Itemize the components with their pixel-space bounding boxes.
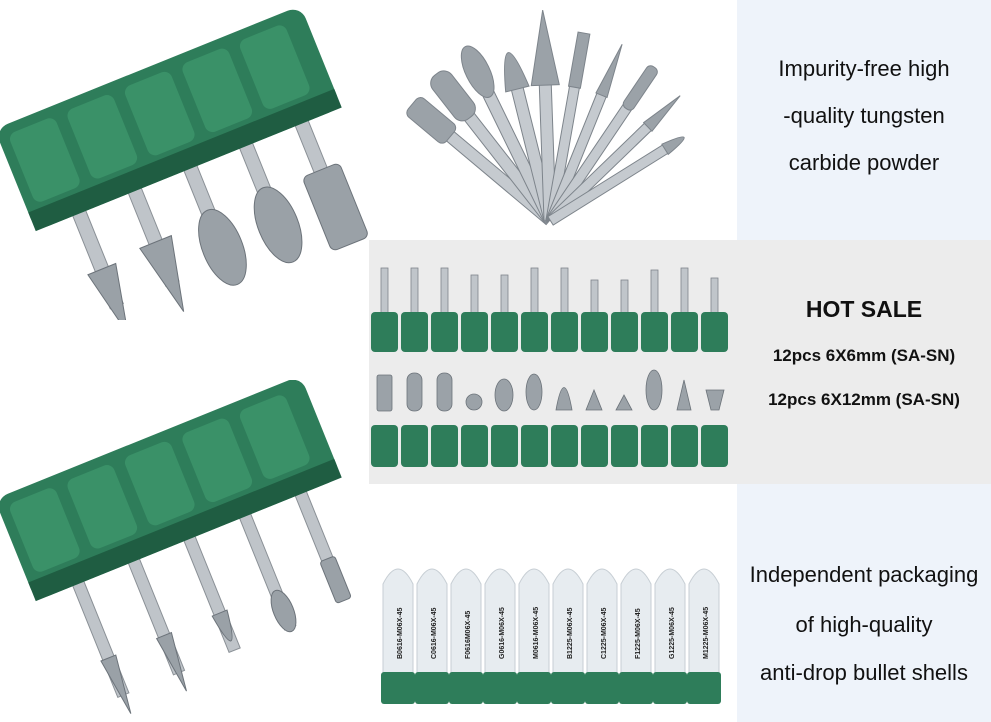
holder-strip-bottom-left	[0, 380, 370, 722]
shell-label: M1225-M06X-45	[703, 607, 710, 659]
holder-strip-top-left	[0, 0, 370, 320]
shell-label: G0616-M06X-45	[499, 607, 506, 659]
holder-strip-bottom-image	[0, 380, 352, 714]
feature-line-2: -quality tungsten	[783, 103, 945, 128]
shell-label: B1225-M06X-45	[567, 608, 574, 659]
feature-line-1: Impurity-free high	[778, 56, 950, 81]
bullet-shell-svg: B0616-M06X-45 C0616-M06X-45 F0616M06X-45…	[381, 568, 721, 704]
feature-panel-powder: Impurity-free high -quality tungsten car…	[737, 0, 991, 240]
hot-sale-line-2: 12pcs 6X12mm (SA-SN)	[768, 390, 960, 409]
shell-label: F1225-M06X-45	[635, 608, 642, 659]
packaging-line-2: of high-quality	[795, 612, 933, 637]
shell-label: C0616-M06X-45	[431, 608, 438, 659]
burr-fan-image	[370, 0, 737, 240]
hot-sale-line-1: 12pcs 6X6mm (SA-SN)	[772, 346, 956, 365]
bullet-shell-packaging: B0616-M06X-45 C0616-M06X-45 F0616M06X-45…	[370, 484, 737, 722]
feature-line-3: carbide powder	[788, 150, 940, 175]
hot-sale-heading: HOT SALE	[805, 296, 923, 322]
burr-rows-svg	[371, 267, 728, 467]
burr-fan-svg	[406, 10, 685, 226]
shell-label: B0616-M06X-45	[397, 608, 404, 659]
packaging-line-3: anti-drop bullet shells	[760, 660, 968, 685]
feature-panel-hot-sale: HOT SALE 12pcs 6X6mm (SA-SN) 12pcs 6X12m…	[737, 240, 991, 484]
packaging-line-1: Independent packaging	[749, 562, 979, 587]
shell-label: G1225-M06X-45	[669, 607, 676, 659]
shell-label: F0616M06X-45	[465, 611, 472, 659]
holder-strip-top-image	[0, 9, 368, 320]
shell-label: M0616-M06X-45	[533, 607, 540, 659]
shell-label: C1225-M06X-45	[601, 608, 608, 659]
feature-panel-packaging: Independent packaging of high-quality an…	[737, 484, 991, 722]
